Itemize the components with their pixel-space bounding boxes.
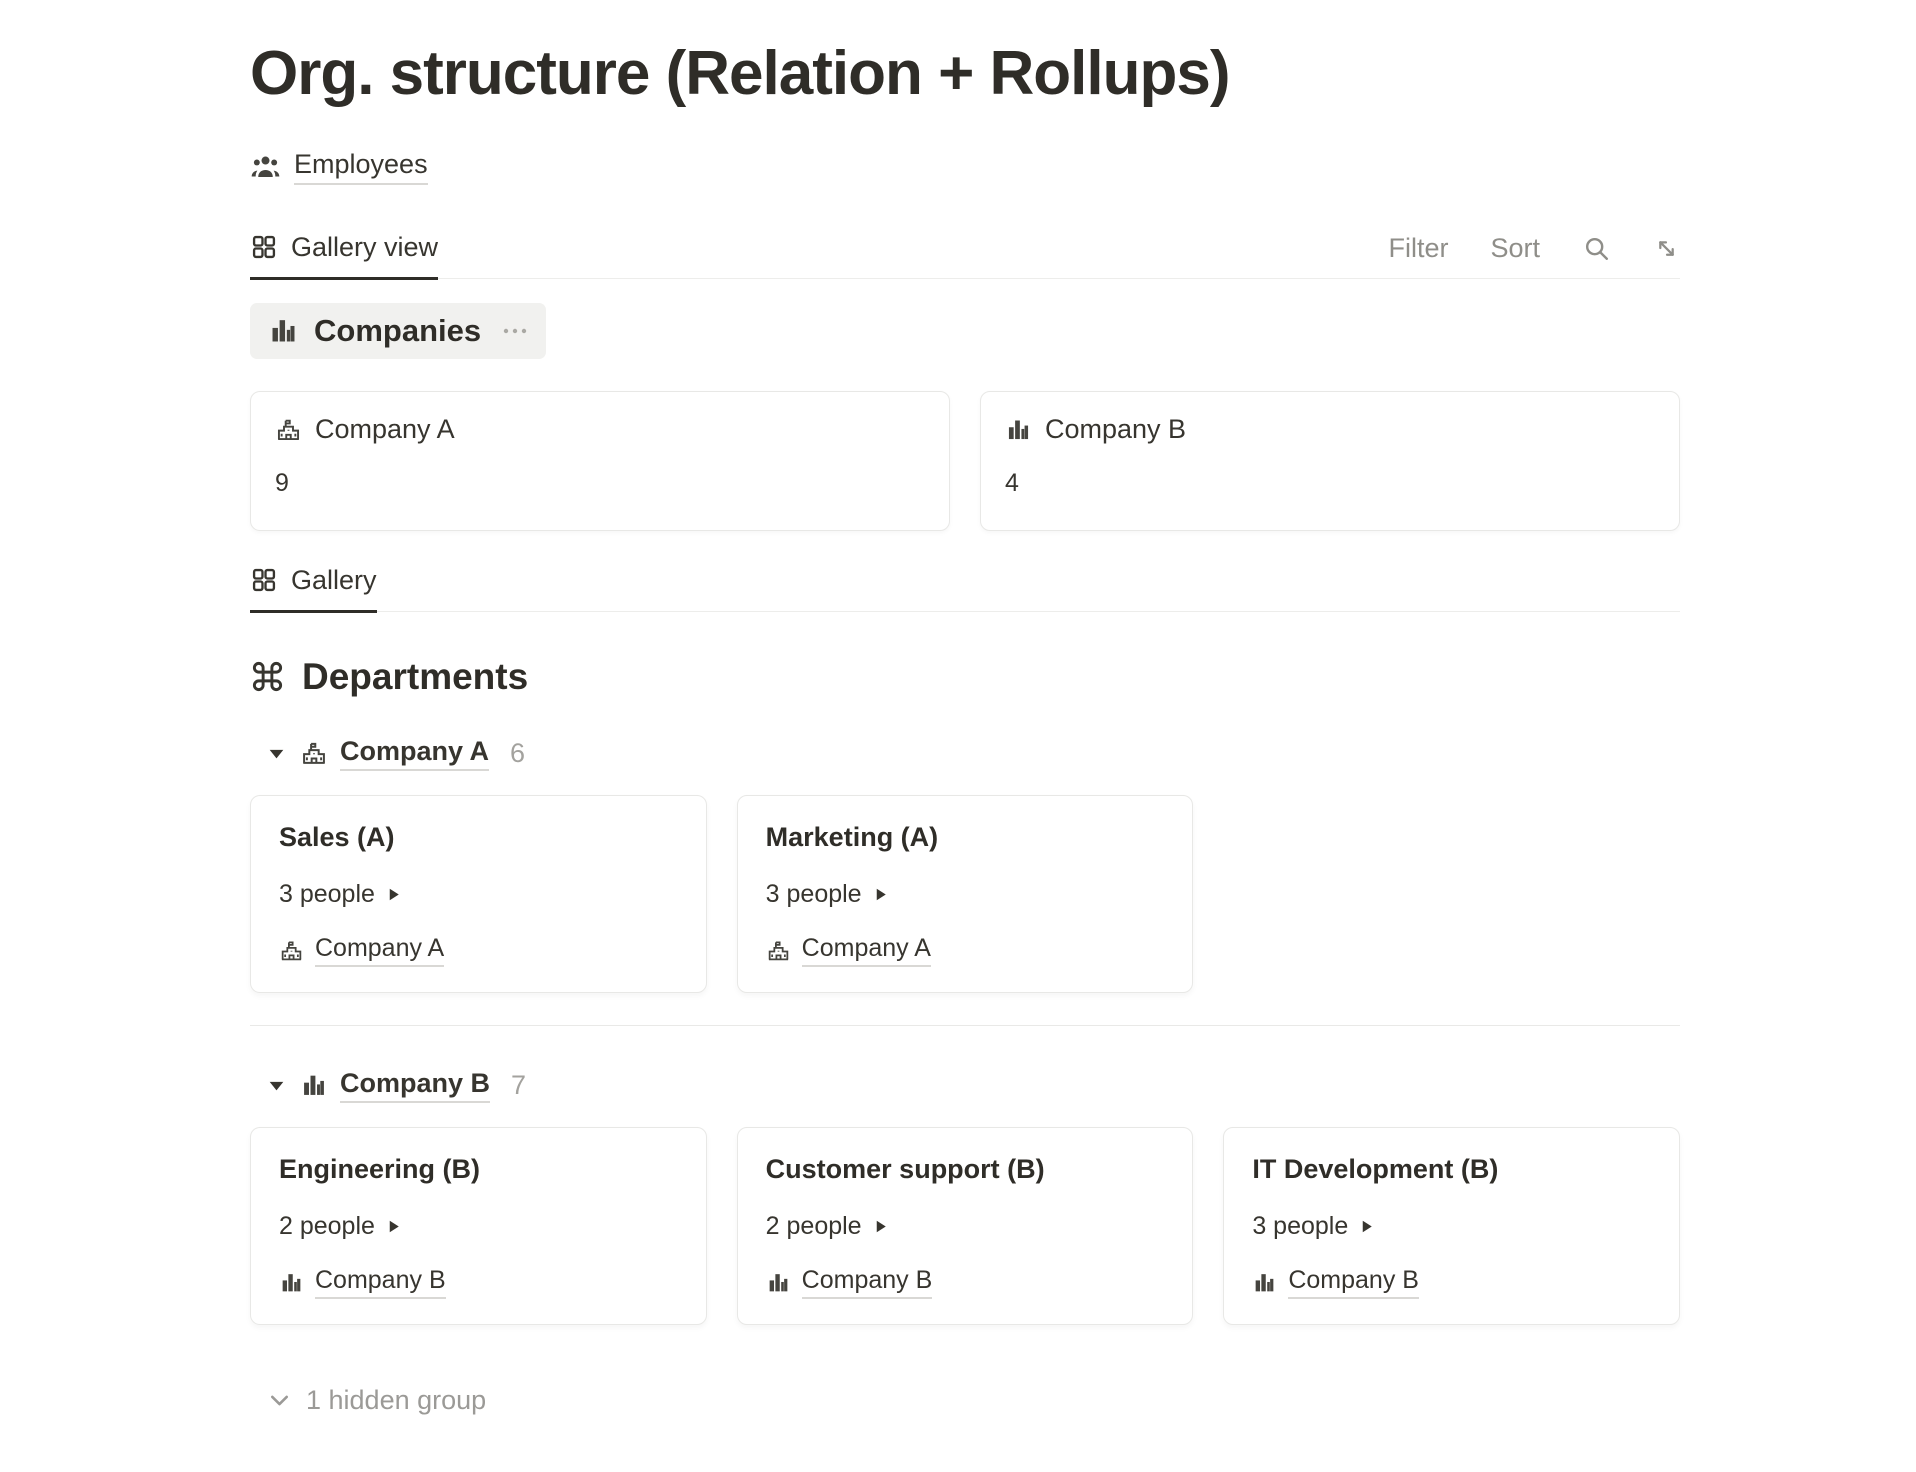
page-title: Org. structure (Relation + Rollups) xyxy=(250,39,1231,108)
dept-people-relation[interactable]: 3 people xyxy=(279,880,678,909)
company-rollup-value: 4 xyxy=(1005,468,1019,497)
tab-label: Gallery view xyxy=(291,231,439,262)
group-count: 6 xyxy=(510,737,526,768)
triangle-right-icon xyxy=(1359,1219,1374,1234)
school-building-icon xyxy=(279,938,304,963)
collection-link-employees[interactable]: Employees xyxy=(250,149,428,185)
chevron-down-icon xyxy=(268,1389,291,1412)
company-rollup-value: 9 xyxy=(275,468,289,497)
companies-database-title[interactable]: Companies xyxy=(250,302,547,359)
view-tabs-row: Gallery view Filter Sort xyxy=(250,231,1680,280)
group-link-company-a[interactable]: Company A xyxy=(300,736,490,771)
dept-card-sales-a[interactable]: Sales (A) 3 people Company A xyxy=(250,794,707,993)
dept-card-title: Sales (A) xyxy=(279,821,395,852)
dept-company-relation: Company B xyxy=(1252,1266,1651,1299)
group-header-company-b: Company B 7 xyxy=(250,1068,1680,1103)
group-name-label: Company B xyxy=(340,1068,491,1103)
gallery-tabs-row: Gallery xyxy=(250,565,1680,613)
dept-company-relation: Company A xyxy=(766,934,1165,967)
ellipsis-icon[interactable] xyxy=(502,326,528,336)
hidden-groups-toggle[interactable]: 1 hidden group xyxy=(250,1385,1680,1416)
companies-grid: Company A 9 Company B 4 xyxy=(250,390,1680,531)
dept-card-engineering-b[interactable]: Engineering (B) 2 people Company B xyxy=(250,1126,707,1325)
dept-company-relation: Company B xyxy=(766,1266,1165,1299)
triangle-right-icon xyxy=(873,887,888,902)
tab-label: Gallery xyxy=(291,564,377,595)
company-card-name: Company B xyxy=(1045,413,1187,444)
search-icon[interactable] xyxy=(1582,234,1611,263)
tab-gallery[interactable]: Gallery xyxy=(250,565,377,613)
people-count-label: 2 people xyxy=(279,1211,375,1240)
triangle-right-icon xyxy=(873,1219,888,1234)
dept-people-relation[interactable]: 3 people xyxy=(766,880,1165,909)
hidden-groups-label: 1 hidden group xyxy=(306,1384,487,1415)
triangle-down-icon[interactable] xyxy=(268,745,285,762)
group-name-label: Company A xyxy=(340,736,490,771)
dept-company-relation: Company B xyxy=(279,1266,678,1299)
group-link-company-b[interactable]: Company B xyxy=(300,1068,491,1103)
dept-card-title: IT Development (B) xyxy=(1252,1153,1499,1184)
triangle-down-icon[interactable] xyxy=(268,1077,285,1094)
city-buildings-icon xyxy=(300,1071,328,1099)
people-count-label: 3 people xyxy=(279,879,375,908)
company-link[interactable]: Company A xyxy=(315,934,445,967)
dept-card-title: Customer support (B) xyxy=(765,1153,1045,1184)
dept-card-customer-support-b[interactable]: Customer support (B) 2 people Company B xyxy=(736,1126,1194,1325)
dept-card-it-development-b[interactable]: IT Development (B) 3 people Company B xyxy=(1223,1126,1680,1325)
company-card-name: Company A xyxy=(315,413,455,444)
company-link[interactable]: Company B xyxy=(801,1266,933,1299)
filter-button[interactable]: Filter xyxy=(1388,232,1449,263)
school-building-icon xyxy=(275,416,302,443)
group-count: 7 xyxy=(511,1069,527,1100)
departments-heading: Departments xyxy=(250,656,1680,698)
page: Org. structure (Relation + Rollups) Empl… xyxy=(250,39,1680,1416)
school-building-icon xyxy=(766,938,791,963)
departments-title: Departments xyxy=(302,655,529,697)
dept-people-relation[interactable]: 3 people xyxy=(1252,1212,1651,1241)
city-buildings-icon xyxy=(279,1270,304,1295)
grid-icon xyxy=(250,566,278,594)
dept-grid-company-a: Sales (A) 3 people Company A Marketing (… xyxy=(250,794,1680,993)
company-link[interactable]: Company B xyxy=(315,1266,446,1299)
dept-grid-company-b: Engineering (B) 2 people Company B Custo… xyxy=(250,1126,1680,1325)
company-card-a[interactable]: Company A 9 xyxy=(250,390,950,531)
toolbar: Filter Sort xyxy=(1388,233,1680,278)
group-header-company-a: Company A 6 xyxy=(250,736,1680,771)
dept-people-relation[interactable]: 2 people xyxy=(279,1212,678,1241)
dept-company-relation: Company A xyxy=(279,934,678,967)
command-icon xyxy=(250,659,285,694)
group-divider xyxy=(250,1024,1680,1026)
dept-card-title: Engineering (B) xyxy=(279,1153,480,1184)
people-icon xyxy=(250,152,281,183)
grid-icon xyxy=(250,233,278,261)
company-link[interactable]: Company A xyxy=(801,934,931,967)
people-count-label: 3 people xyxy=(765,879,862,908)
dept-people-relation[interactable]: 2 people xyxy=(766,1212,1165,1241)
tab-gallery-view[interactable]: Gallery view xyxy=(250,231,439,280)
company-link[interactable]: Company B xyxy=(1288,1266,1419,1299)
collection-label: Employees xyxy=(294,149,428,185)
companies-section-title: Companies xyxy=(314,312,482,348)
sort-button[interactable]: Sort xyxy=(1490,232,1540,263)
triangle-right-icon xyxy=(386,887,401,902)
city-buildings-icon xyxy=(1005,416,1032,443)
people-count-label: 2 people xyxy=(765,1211,862,1240)
city-buildings-icon xyxy=(1252,1270,1277,1295)
school-building-icon xyxy=(300,739,328,767)
expand-icon[interactable] xyxy=(1653,235,1680,262)
empty-grid-cell xyxy=(1223,795,1680,993)
people-count-label: 3 people xyxy=(1252,1211,1349,1240)
dept-card-title: Marketing (A) xyxy=(765,821,939,852)
triangle-right-icon xyxy=(386,1219,401,1234)
company-card-b[interactable]: Company B 4 xyxy=(980,390,1680,531)
city-buildings-icon xyxy=(268,315,299,346)
city-buildings-icon xyxy=(766,1270,791,1295)
dept-card-marketing-a[interactable]: Marketing (A) 3 people Company A xyxy=(736,794,1194,993)
